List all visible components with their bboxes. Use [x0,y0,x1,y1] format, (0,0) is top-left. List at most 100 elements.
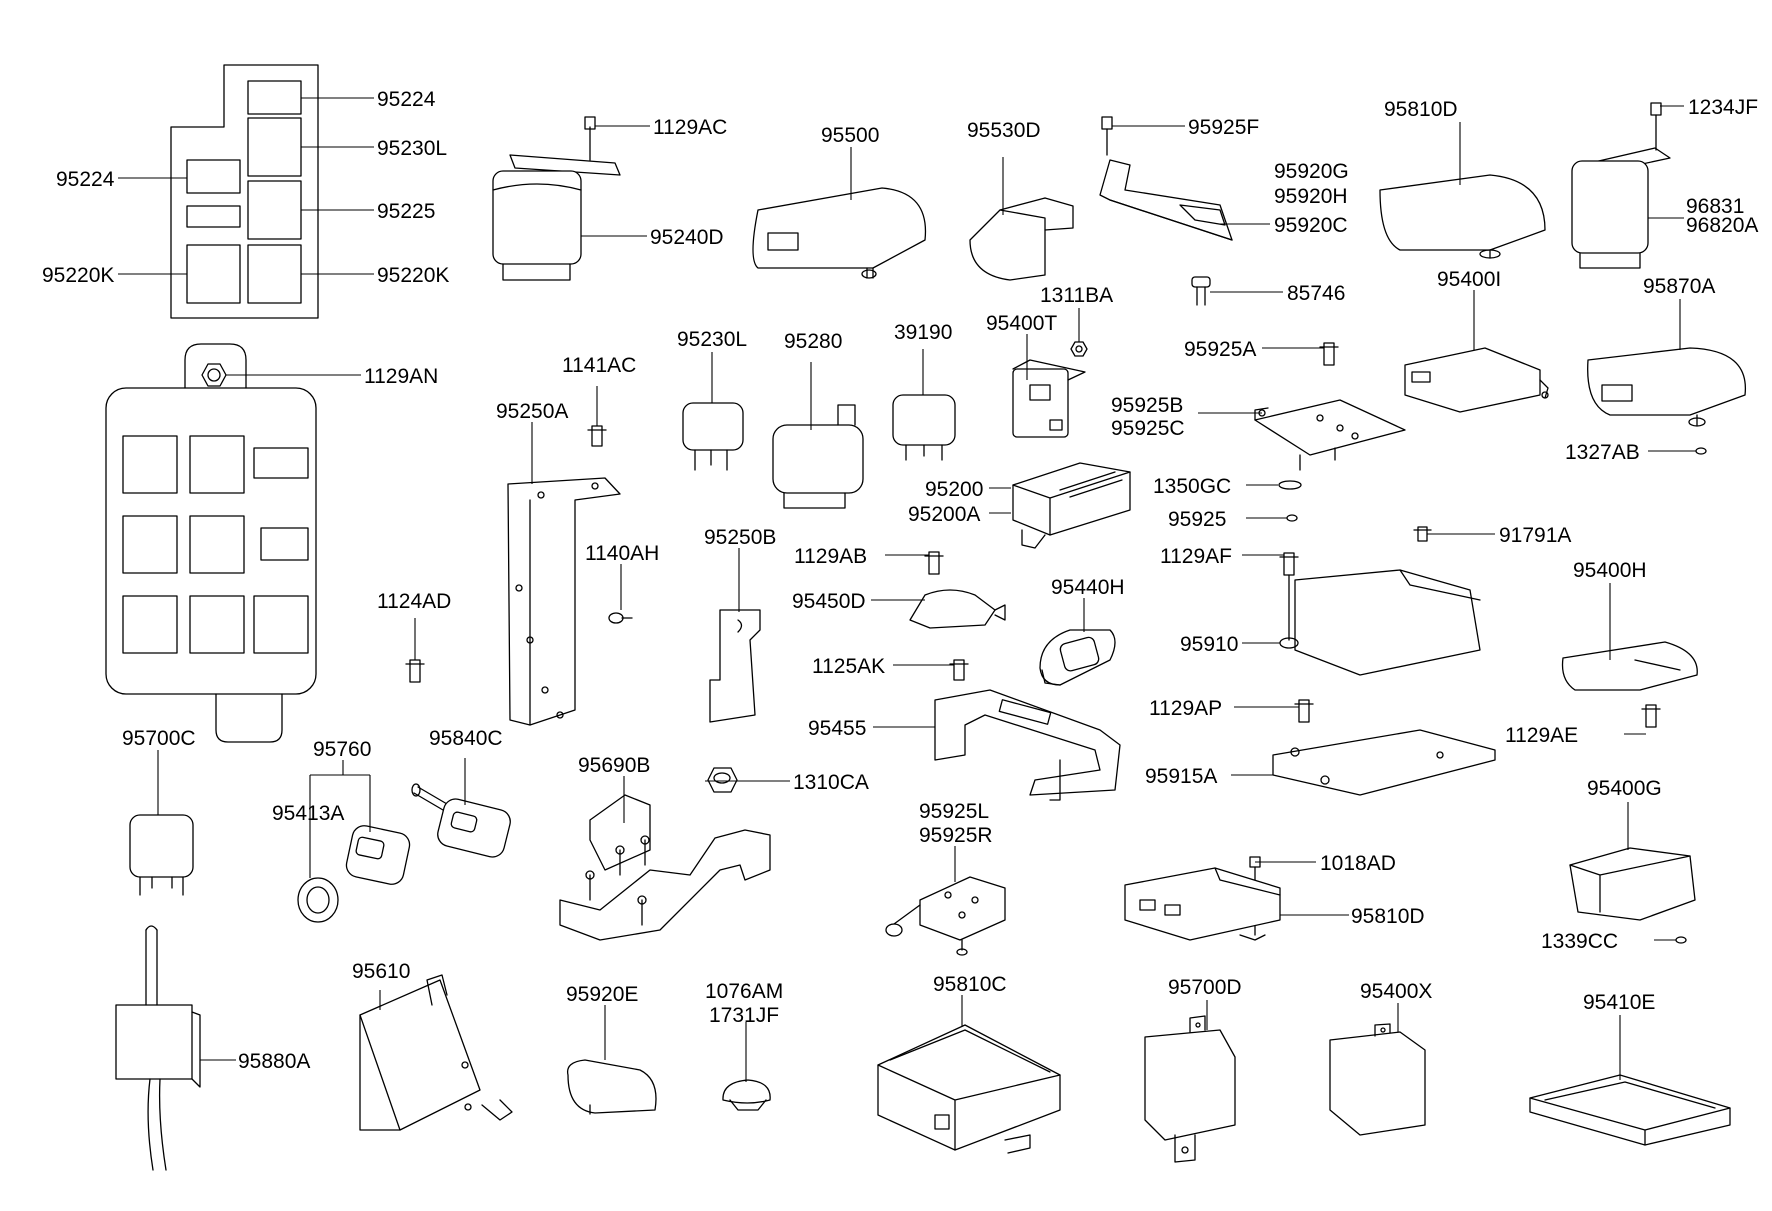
key-95760-drawing [297,825,411,923]
module-95500-drawing [752,187,927,279]
bracket-95455-drawing [934,659,1121,801]
part-label: 95225 [377,200,435,223]
leader-lines [118,97,1696,1082]
part-label: 95925A [1184,338,1256,361]
module-95810d-upper-drawing [1379,174,1546,259]
part-label: 95925B [1111,394,1183,417]
part-label: 95910 [1180,633,1238,656]
part-label: 1129AF [1160,545,1232,568]
keyfob-95440h-drawing [1039,629,1116,686]
module-95810c-drawing [877,1024,1061,1154]
bracket-95690b-drawing [559,794,771,941]
part-label: 95870A [1643,275,1715,298]
module-95610-drawing [359,974,513,1131]
part-label: 1076AM [705,980,783,1003]
part-label: 95410E [1583,991,1655,1014]
part-label: 95230L [377,137,447,160]
part-label: 1129AC [653,116,727,139]
part-label: 95400T [986,312,1057,335]
module-95240d-drawing [492,116,621,281]
part-label: 95240D [650,226,724,249]
relay-95230l-drawing [682,402,744,471]
part-label: 95230L [677,328,747,351]
part-label: 95700C [122,727,196,750]
part-label: 95925C [1111,417,1185,440]
part-label: 95280 [784,330,842,353]
part-label: 95224 [56,168,115,191]
part-label: 95250A [496,400,568,423]
module-96831-drawing [1571,102,1671,269]
bracket-95925l-drawing [885,876,1006,956]
bracket-95250b-drawing [709,609,761,723]
part-label: 1129AP [1149,697,1222,720]
part-label: 95220K [377,264,449,287]
module-95870a-drawing [1587,347,1746,455]
seal-1350gc-drawing [1278,480,1302,522]
part-label: 1129AB [794,545,867,568]
part-label: 95920G [1274,160,1349,183]
part-label: 95455 [808,717,866,740]
part-label: 95925F [1188,116,1259,139]
part-label: 96831 [1686,195,1744,218]
part-label: 95840C [429,727,503,750]
part-label: 85746 [1287,282,1345,305]
sensor-95880a-drawing [115,925,201,1171]
part-label: 95400I [1437,268,1501,291]
part-label: 91791A [1499,524,1571,547]
part-label: 95760 [313,738,371,761]
part-label: 95700D [1168,976,1242,999]
module-95700d-drawing [1144,1015,1236,1163]
part-label: 95920C [1274,214,1348,237]
part-label: 1234JF [1688,96,1758,119]
bracket-95925b-drawing [1254,342,1406,471]
part-label: 1731JF [709,1004,779,1027]
part-label: 95920E [566,983,638,1006]
relay-block-drawing [170,64,319,319]
fuse-block-95200-drawing [1012,462,1131,549]
part-label: 1350GC [1153,475,1231,498]
part-label: 95810C [933,973,1007,996]
part-number-labels: 95224 95230L 95224 95225 95220K 95220K 1… [42,88,1758,1073]
switch-95530d-drawing [969,197,1074,281]
part-label: 1129AE [1505,724,1578,747]
part-label: 95915A [1145,765,1217,788]
part-label: 1129AN [364,365,438,388]
junction-box-drawing [105,343,317,743]
part-label: 1310CA [793,771,869,794]
module-95410e-drawing [1529,1074,1731,1146]
bolt-85746-drawing [1191,276,1211,306]
part-label: 95925 [1168,508,1226,531]
part-label: 95200 [925,478,983,501]
part-label: 1141AC [562,354,636,377]
module-95400h-drawing [1561,641,1698,728]
plate-95915a-drawing [1272,699,1496,796]
relay-95700c-drawing [129,814,194,896]
part-label: 1124AD [377,590,451,613]
part-label: 95220K [42,264,114,287]
part-label: 95400G [1587,777,1662,800]
part-label: 1125AK [812,655,885,678]
part-label: 95400H [1573,559,1647,582]
module-95400i-drawing [1404,347,1549,413]
part-label: 95450D [792,590,866,613]
part-label: 1311BA [1040,284,1113,307]
part-label: 95500 [821,124,879,147]
panel-95920-drawing [1099,116,1233,241]
part-label: 95413A [272,802,344,825]
part-label: 95690B [578,754,650,777]
part-label: 95925L [919,800,989,823]
part-label: 96820A [1686,214,1758,237]
part-label: 1339CC [1541,930,1618,953]
part-label: 1018AD [1320,852,1396,875]
part-label: 95925R [919,824,993,847]
sensor-95450d-drawing [909,551,1006,629]
part-label: 95250B [704,526,776,549]
module-95400x-drawing [1329,1023,1426,1136]
part-label: 1327AB [1565,441,1640,464]
part-label: 95610 [352,960,410,983]
part-label: 95920H [1274,185,1348,208]
part-label: 39190 [894,321,952,344]
part-label: 95224 [377,88,436,111]
part-label: 95530D [967,119,1041,142]
